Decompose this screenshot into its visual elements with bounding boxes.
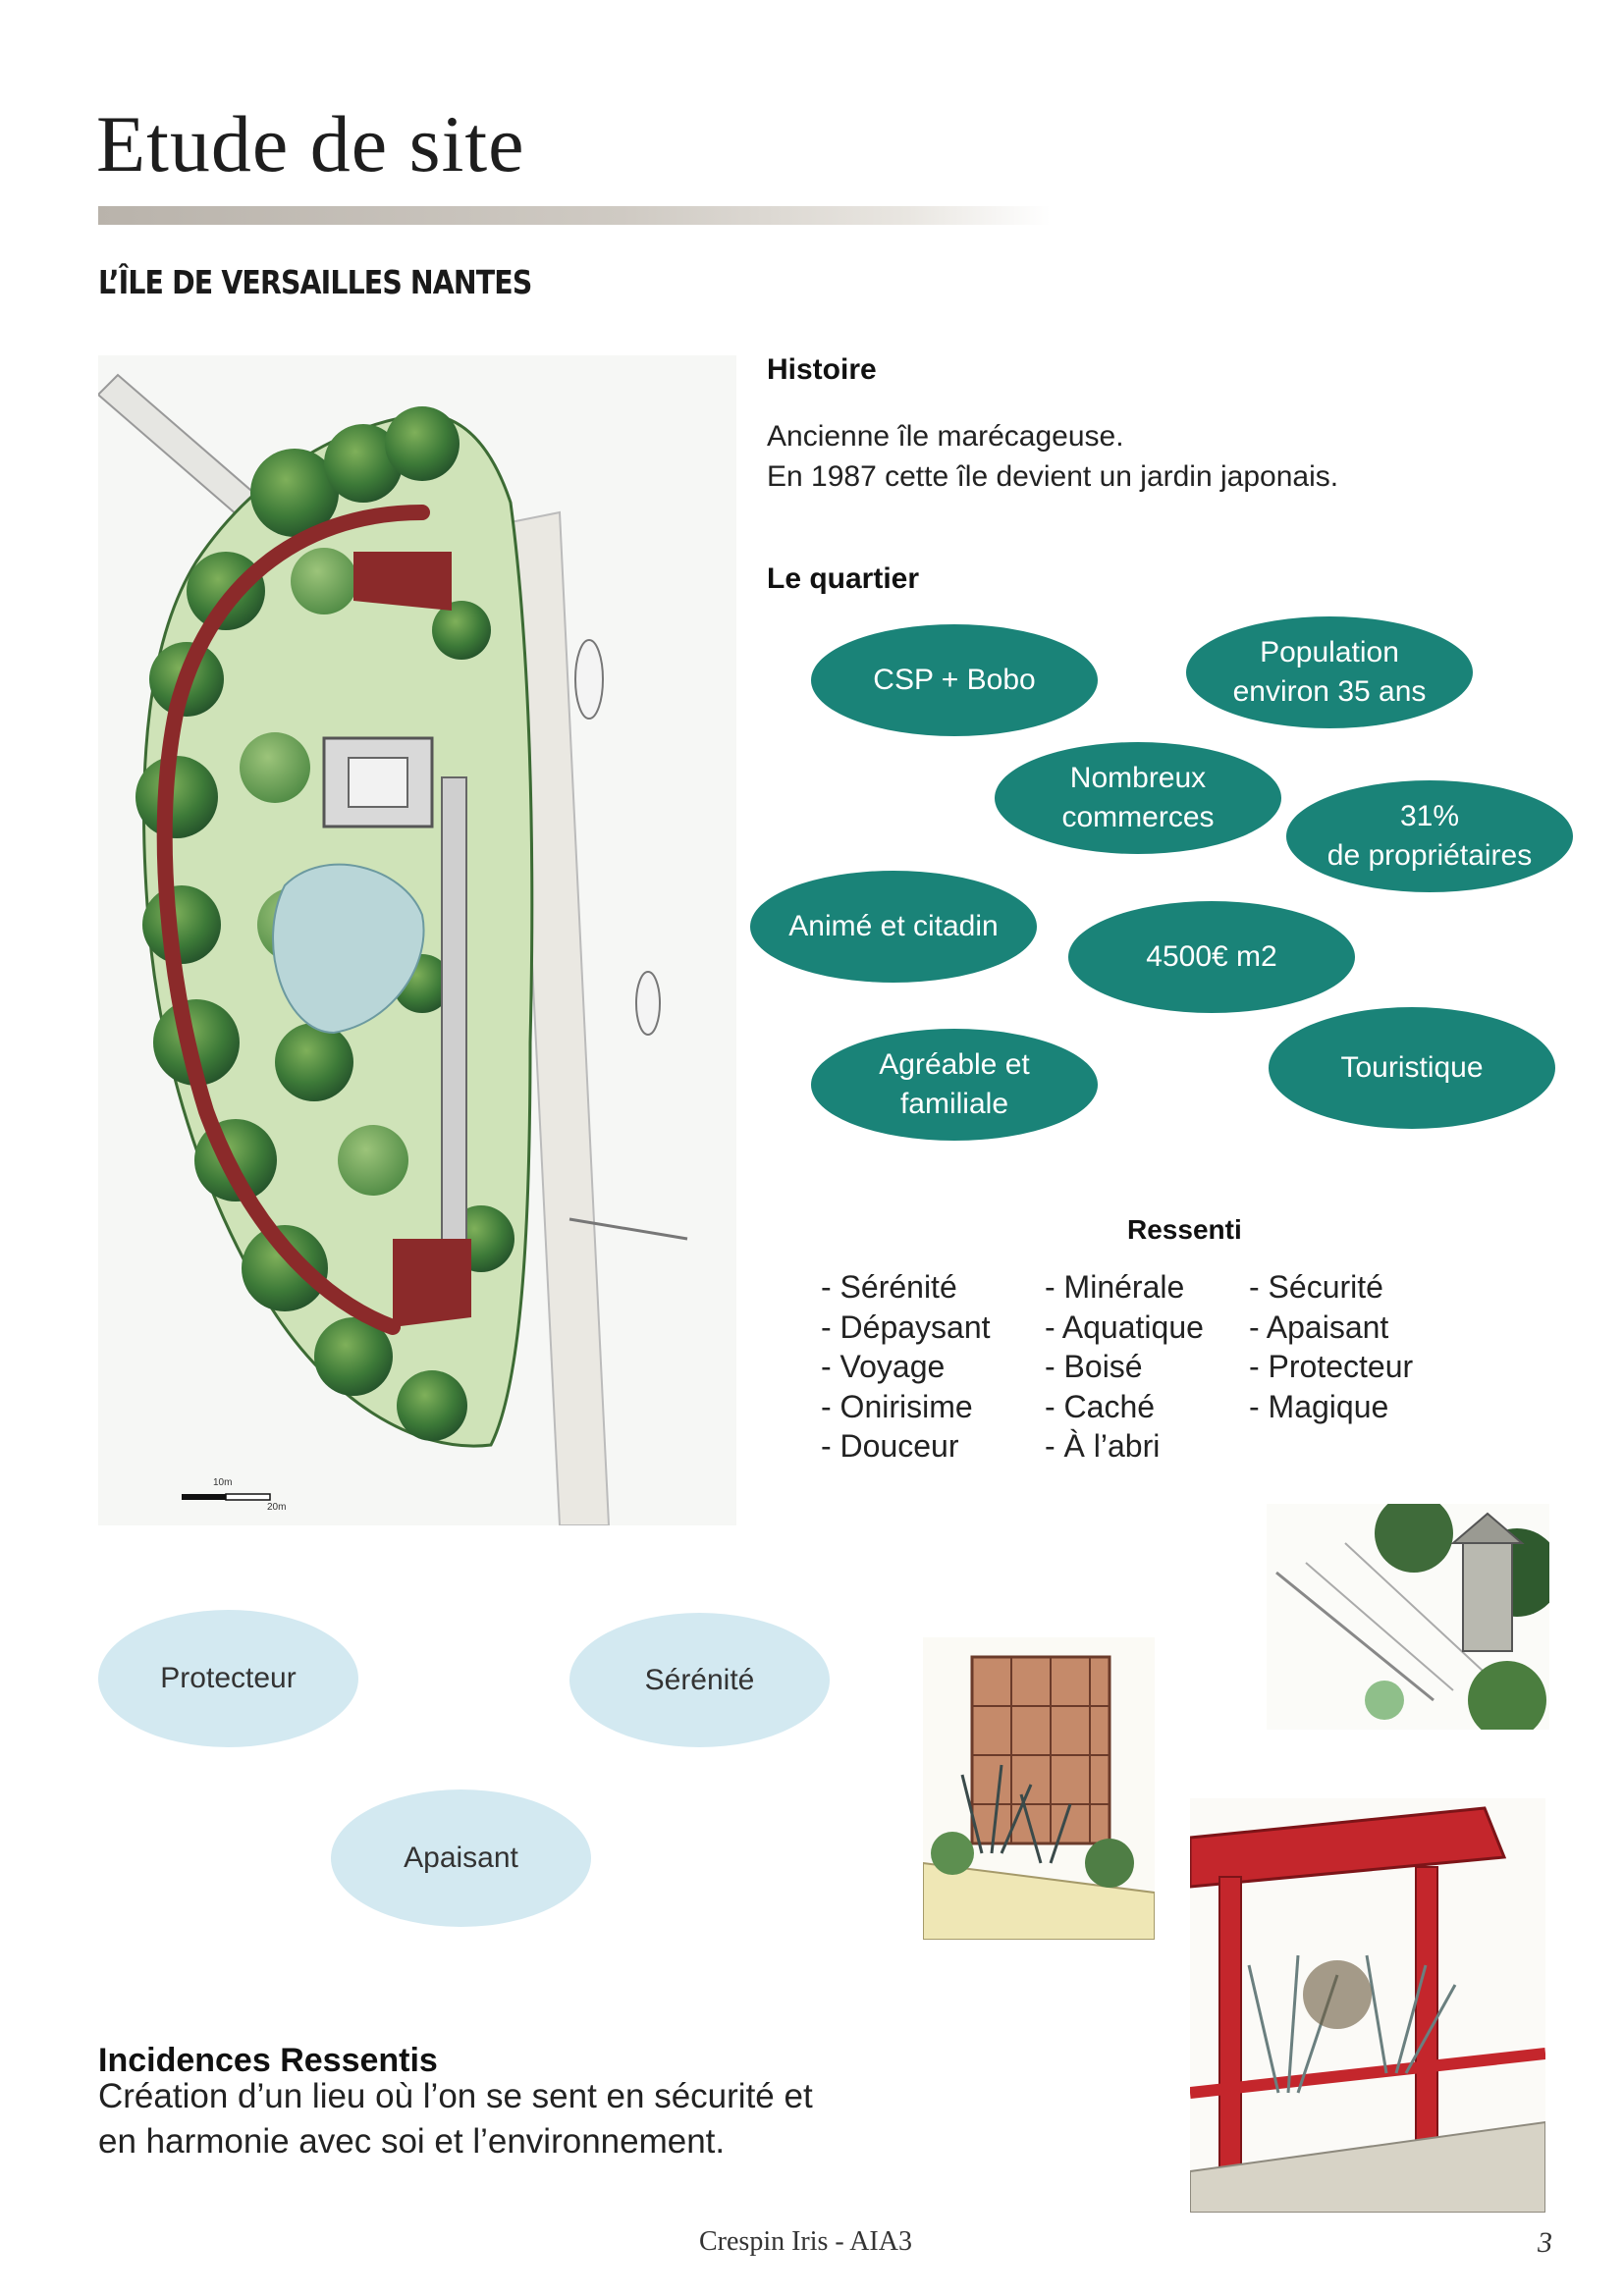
- ressenti-column-2: - Minérale - Aquatique - Boisé - Caché -…: [1045, 1269, 1204, 1464]
- ressenti-column-3: - Sécurité - Apaisant - Protecteur - Mag…: [1249, 1269, 1414, 1424]
- page-title: Etude de site: [96, 99, 525, 188]
- feeling-bubble-apaisant: Apaisant: [331, 1789, 591, 1927]
- sketch-red-torii: [1190, 1798, 1545, 2213]
- sketch-red-torii-drawing: [1190, 1798, 1545, 2213]
- incidences-line-1: Création d’un lieu où l’on se sent en sé…: [98, 2077, 813, 2115]
- ressenti-heading: Ressenti: [1127, 1214, 1242, 1245]
- quartier-bubble-anime: Animé et citadin: [750, 871, 1037, 983]
- sketch-wooden-screen-drawing: [923, 1637, 1155, 1940]
- incidences-line-2: en harmonie avec soi et l’environnement.: [98, 2122, 726, 2161]
- page-number: 3: [1538, 2226, 1552, 2259]
- site-plan-illustration: [98, 373, 688, 1525]
- histoire-heading: Histoire: [767, 353, 877, 386]
- incidences-heading: Incidences Ressentis: [98, 2042, 438, 2079]
- quartier-bubble-touristique: Touristique: [1269, 1007, 1555, 1129]
- title-divider: [98, 206, 1051, 225]
- sketch-stone-lantern: [1267, 1504, 1549, 1730]
- ressenti-column-1: - Sérénité - Dépaysant - Voyage - Oniris…: [821, 1269, 991, 1464]
- scale-label-20m: 20m: [267, 1502, 287, 1513]
- quartier-bubble-prix: 4500€ m2: [1068, 901, 1355, 1013]
- incidences-text: Création d’un lieu où l’on se sent en sé…: [98, 2074, 943, 2164]
- feeling-bubble-protecteur: Protecteur: [98, 1610, 358, 1747]
- sketch-wooden-screen: [923, 1637, 1155, 1940]
- sketch-stone-lantern-drawing: [1267, 1504, 1549, 1730]
- scale-label-10m: 10m: [213, 1477, 233, 1488]
- quartier-heading: Le quartier: [767, 562, 920, 595]
- section-subtitle: L’ÎLE DE VERSAILLES NANTES: [98, 263, 532, 301]
- histoire-text: Ancienne île marécageuse. En 1987 cette …: [767, 416, 1338, 497]
- feeling-bubble-serenite: Sérénité: [569, 1613, 830, 1747]
- quartier-bubble-csp: CSP + Bobo: [811, 624, 1098, 736]
- footer-author: Crespin Iris - AIA3: [699, 2226, 912, 2257]
- histoire-line-1: Ancienne île marécageuse.: [767, 420, 1124, 453]
- quartier-bubble-proprietaires: 31%de propriétaires: [1286, 780, 1573, 892]
- histoire-line-2: En 1987 cette île devient un jardin japo…: [767, 460, 1339, 493]
- site-plan-image: 10m 20m: [98, 355, 736, 1525]
